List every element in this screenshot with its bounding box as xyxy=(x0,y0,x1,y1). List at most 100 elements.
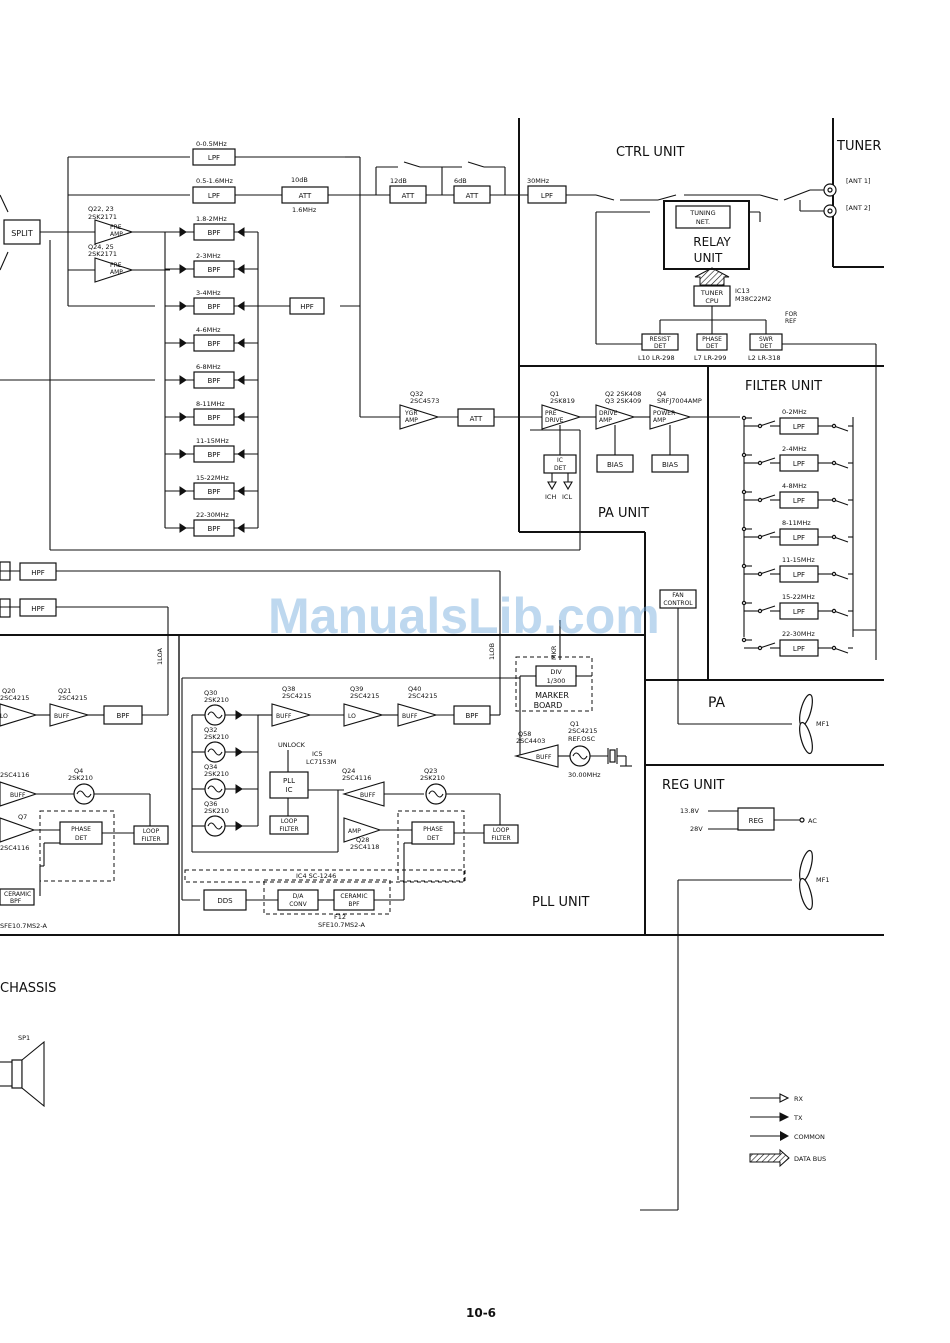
ceramic-bpf-center-label-b: BPF xyxy=(348,901,360,908)
power-amp-label-b: AMP xyxy=(653,417,666,424)
tuning-net-box xyxy=(675,205,731,229)
phase-det-center-label-b: DET xyxy=(427,835,439,842)
lo-amp-q39-label: LO xyxy=(348,713,356,720)
marker-board-label-b: BOARD xyxy=(534,701,563,710)
phase-det-left-label-b: DET xyxy=(75,835,87,842)
vco-part-3: 2SK210 xyxy=(204,807,229,815)
bias-1-label: BIAS xyxy=(607,461,624,469)
pll-ic-label-b: IC xyxy=(286,786,293,794)
swr-det-label-a: SWR xyxy=(759,336,773,343)
reg-28v: 28V xyxy=(690,825,703,833)
bpf-diode-in-1 xyxy=(179,264,187,274)
q39-part: 2SC4215 xyxy=(350,692,379,700)
q20-part: 2SC4215 xyxy=(0,694,29,702)
q8-part-upper: 2SC4116 xyxy=(0,771,29,779)
ic13-ref: IC13 xyxy=(735,287,750,295)
bpf-label-2: BPF xyxy=(207,303,220,311)
loop-filter-center-box xyxy=(269,815,309,835)
pll-ic-box xyxy=(269,771,309,799)
lo-amp-q39 xyxy=(343,703,384,727)
legend-rx-label: RX xyxy=(794,1095,804,1103)
att-12-label: ATT xyxy=(402,192,415,200)
vco-diode-0 xyxy=(235,710,243,720)
q21-ref: Q21 xyxy=(58,687,71,695)
div-label-b: 1/300 xyxy=(547,677,566,685)
filter-lpf-label-2: LPF xyxy=(793,497,805,505)
buff-q58-label: BUFF xyxy=(536,754,552,761)
vco-part-2: 2SK210 xyxy=(204,770,229,778)
bpf-diode-out-3 xyxy=(237,338,245,348)
sp1-label: SP1 xyxy=(18,1034,30,1042)
chassis: SP1 xyxy=(0,1034,45,1108)
bpf-diode-in-0 xyxy=(179,227,187,237)
legend-rx-arrow xyxy=(779,1093,790,1103)
dds-label: DDS xyxy=(217,897,233,905)
filter-unit: 0-2MHzLPF2-4MHzLPF4-8MHzLPF8-11MHzLPF11-… xyxy=(741,408,876,657)
power-amp xyxy=(649,404,692,430)
bias-2-label: BIAS xyxy=(662,461,679,469)
mkr-label: MKR xyxy=(550,645,558,660)
phase-det-center-label-a: PHASE xyxy=(423,826,443,833)
sfe-left-label: SFE10.7MS2-A xyxy=(0,922,48,930)
vco-part-1: 2SK210 xyxy=(204,733,229,741)
q20-ref: Q20 xyxy=(2,687,15,695)
amp-q28-label: AMP xyxy=(348,828,361,835)
q28-ref: Q28 xyxy=(356,836,369,844)
bpf-diode-in-6 xyxy=(179,449,187,459)
tuning-net-label-b: NET. xyxy=(696,218,710,226)
legend-databus-arrow xyxy=(749,1148,790,1168)
lpf-2-label: LPF xyxy=(208,192,220,200)
filter-lpf-label-0: LPF xyxy=(793,423,805,431)
q7-ref: Q7 xyxy=(18,813,27,821)
bpf-bank: 1.8-2MHzBPF2-3MHzBPF3-4MHzBPF4-6MHzBPF6-… xyxy=(165,215,258,537)
ic13-part: M38C22M2 xyxy=(735,295,771,303)
legend: RX TX COMMON DATA BUS xyxy=(749,1093,826,1168)
filter-range-4: 11-15MHz xyxy=(782,556,815,564)
ic5-ref: IC5 xyxy=(312,750,323,758)
lpf-1-label: LPF xyxy=(208,154,220,162)
buff-left-2-label: BUFF xyxy=(10,792,26,799)
loop-filter-left-label-b: FILTER xyxy=(141,836,160,843)
reg-138v: 13.8V xyxy=(680,807,699,815)
lpf-1-range: 0-0.5MHz xyxy=(196,140,227,148)
loop-filter-center-label-a: LOOP xyxy=(281,818,298,825)
tuner-title: TUNER xyxy=(836,139,881,154)
att-10-label: ATT xyxy=(299,192,312,200)
bpf-range-1: 2-3MHz xyxy=(196,252,221,260)
phase-det-ctrl-label-a: PHASE xyxy=(702,336,722,343)
q40-ref: Q40 xyxy=(408,685,421,693)
reg-unit-title: REG UNIT xyxy=(662,778,725,793)
filter-lpf-label-1: LPF xyxy=(793,460,805,468)
pa-q4-part: SRFJ7004AMP xyxy=(657,397,702,405)
vco-diode-1 xyxy=(235,747,243,757)
buff-q40 xyxy=(397,703,438,727)
lo-amp-left xyxy=(0,703,38,727)
crystal-icon xyxy=(609,749,616,763)
bpf-diode-in-4 xyxy=(179,375,187,385)
att-pa-label: ATT xyxy=(470,415,483,423)
pa-title: PA xyxy=(708,695,726,711)
bpf-range-5: 8-11MHz xyxy=(196,400,225,408)
ich-label: ICH xyxy=(545,493,556,501)
buff-left-label: BUFF xyxy=(54,713,70,720)
bpf-range-8: 22-30MHz xyxy=(196,511,229,519)
reg-box xyxy=(737,807,775,831)
legend-common-arrow xyxy=(780,1131,789,1141)
ic5-part: LC7153M xyxy=(306,758,336,766)
bpf-diode-in-3 xyxy=(179,338,187,348)
tuning-net-label-a: TUNING xyxy=(689,209,715,217)
att-10-title: 10dB xyxy=(291,176,308,184)
bpf-diode-out-0 xyxy=(237,227,245,237)
att-6-label: ATT xyxy=(466,192,479,200)
div-label-a: DIV xyxy=(550,668,562,676)
mf1-label-2: MF1 xyxy=(816,876,829,884)
buff-q38 xyxy=(271,703,312,727)
resist-det-box xyxy=(641,333,679,351)
lpf-2-range: 0.5-1.6MHz xyxy=(196,177,234,185)
q58-part: 2SC4403 xyxy=(516,737,545,745)
bpf-pll-center-label: BPF xyxy=(465,712,478,720)
preamp-2-label-b: AMP xyxy=(110,269,123,276)
bpf-range-0: 1.8-2MHz xyxy=(196,215,227,223)
bpf-diode-out-8 xyxy=(237,523,245,533)
